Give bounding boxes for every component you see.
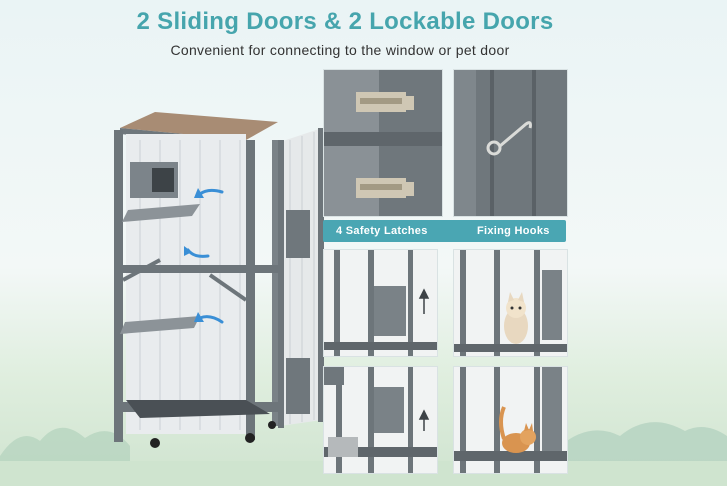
catio-product-image: [114, 112, 324, 448]
label-safety-latches: 4 Safety Latches: [336, 225, 428, 237]
page-subtitle: Convenient for connecting to the window …: [170, 42, 510, 58]
latch-icon: [356, 92, 414, 112]
panel-cat-entering: [453, 366, 568, 474]
cat-icon: [499, 406, 536, 453]
page-title: 2 Sliding Doors & 2 Lockable Doors: [136, 8, 554, 35]
cat-icon: [504, 292, 528, 344]
label-fixing-hooks: Fixing Hooks: [477, 225, 550, 237]
panel-sliding-door-open: [323, 366, 438, 474]
panel-safety-latches: [323, 69, 443, 217]
latch-icon: [356, 178, 414, 198]
up-arrow-icon: [418, 288, 430, 314]
panel-cat-door-open: [453, 249, 568, 357]
hook-icon: [486, 121, 532, 156]
panel-sliding-door-closed: [323, 249, 438, 357]
feature-label-bar: [323, 220, 566, 242]
up-arrow-icon: [418, 409, 430, 431]
panel-fixing-hooks: [453, 69, 568, 217]
